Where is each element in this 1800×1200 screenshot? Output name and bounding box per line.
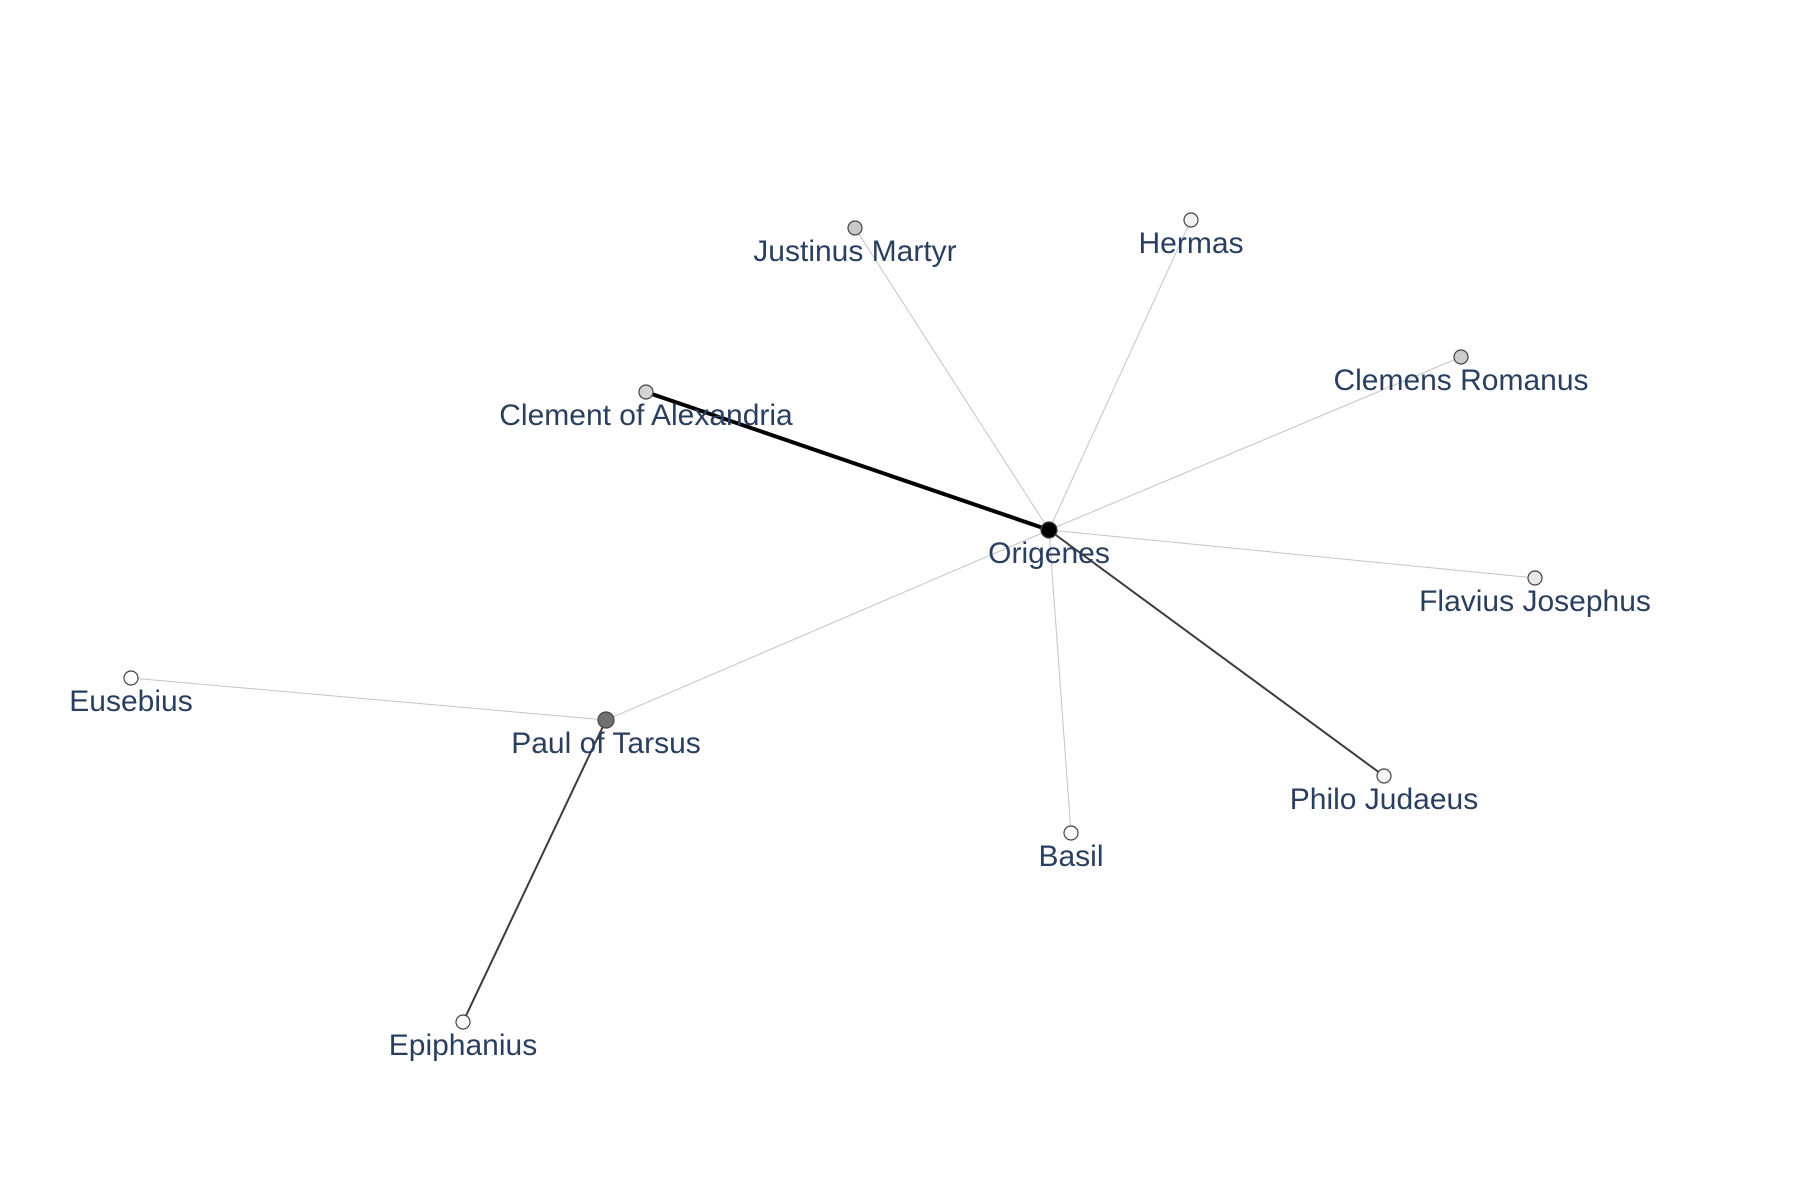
edge-origenes-hermas [1048,219,1192,531]
node-label-epiphanius: Epiphanius [389,1029,537,1062]
node-marker-basil[interactable] [1063,825,1079,841]
node-label-paul: Paul of Tarsus [511,727,701,760]
node-label-flavius: Flavius Josephus [1419,585,1651,618]
node-marker-eusebius[interactable] [123,670,139,686]
edge-origenes-justinus [854,227,1050,531]
node-marker-flavius[interactable] [1527,570,1543,586]
edge-origenes-philo [1048,529,1385,777]
node-basil[interactable]: Basil [1038,825,1104,873]
edge-origenes-basil [1048,529,1072,834]
node-marker-philo[interactable] [1376,768,1392,784]
node-marker-clemens[interactable] [1453,349,1469,365]
node-eusebius[interactable]: Eusebius [69,670,193,718]
node-marker-paul[interactable] [597,711,615,729]
node-marker-origenes[interactable] [1040,521,1058,539]
node-marker-justinus[interactable] [847,220,863,236]
edge-paul-eusebius [130,677,607,721]
node-hermas[interactable]: Hermas [1138,212,1244,260]
edge-origenes-paul [605,529,1050,721]
node-justinus[interactable]: Justinus Martyr [753,220,957,268]
node-clement[interactable]: Clement of Alexandria [499,384,793,432]
node-epiphanius[interactable]: Epiphanius [389,1014,537,1062]
node-label-clemens: Clemens Romanus [1333,364,1588,397]
edge-origenes-clement [644,390,1051,532]
node-philo[interactable]: Philo Judaeus [1290,768,1478,816]
node-label-eusebius: Eusebius [69,685,192,718]
node-origenes[interactable]: Origenes [988,521,1110,570]
node-clemens[interactable]: Clemens Romanus [1333,349,1589,397]
node-marker-hermas[interactable] [1183,212,1199,228]
node-label-philo: Philo Judaeus [1290,783,1478,816]
node-paul[interactable]: Paul of Tarsus [511,711,701,760]
nodes-layer: Origenes Clement of Alexandria Justinus Ma… [69,212,1651,1062]
node-flavius[interactable]: Flavius Josephus [1419,570,1651,618]
edge-origenes-clemens [1048,356,1462,531]
node-label-origenes: Origenes [988,537,1110,570]
node-label-hermas: Hermas [1138,227,1243,260]
edges-layer [130,219,1536,1023]
node-marker-clement[interactable] [638,384,654,400]
edge-origenes-flavius [1048,529,1536,579]
node-label-basil: Basil [1038,840,1103,873]
node-label-clement: Clement of Alexandria [499,399,793,432]
edge-paul-epiphanius [462,719,607,1023]
node-label-justinus: Justinus Martyr [753,235,956,268]
node-marker-epiphanius[interactable] [455,1014,471,1030]
